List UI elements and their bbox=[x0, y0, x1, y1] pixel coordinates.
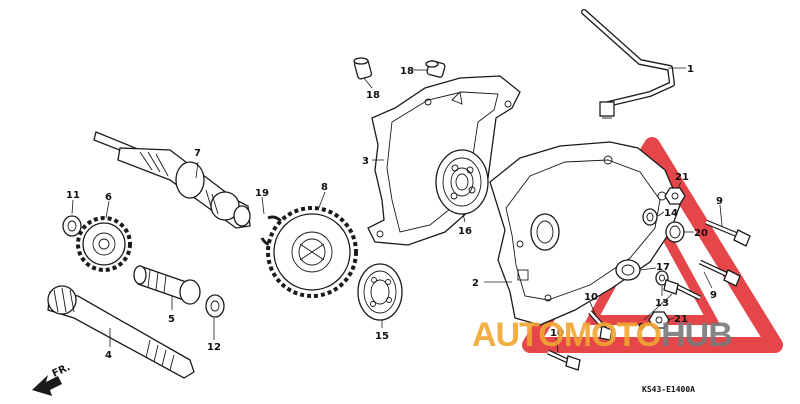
callout-9b: 9 bbox=[710, 290, 717, 301]
watermark-part3: HUB bbox=[661, 316, 732, 354]
part-20-seal bbox=[665, 221, 685, 243]
callout-19: 19 bbox=[255, 188, 269, 199]
part-21a-nut bbox=[664, 187, 686, 205]
callout-18a: 18 bbox=[366, 90, 380, 101]
callout-13: 13 bbox=[655, 298, 669, 309]
callout-17: 17 bbox=[656, 262, 670, 273]
part-15-bearing bbox=[357, 263, 403, 321]
front-direction-label: FR. bbox=[51, 362, 72, 380]
front-direction-arrow bbox=[32, 375, 62, 396]
callout-9a: 9 bbox=[716, 196, 723, 207]
callout-14: 14 bbox=[664, 208, 678, 219]
callout-7: 7 bbox=[194, 148, 201, 159]
part-10a-bolt bbox=[588, 310, 613, 341]
watermark-part2: MOTO bbox=[564, 316, 662, 354]
part-16-bearing bbox=[435, 149, 489, 215]
watermark-part1: AUTO bbox=[472, 316, 564, 354]
part-6-gear bbox=[76, 216, 132, 272]
part-4-shaft bbox=[47, 285, 195, 379]
callout-21b: 21 bbox=[674, 314, 688, 325]
part-12-washer bbox=[205, 294, 225, 318]
callout-20: 20 bbox=[694, 228, 708, 239]
leader-lines bbox=[71, 67, 723, 353]
part-14-washer bbox=[642, 208, 658, 226]
callout-labels: 1 2 3 4 5 6 7 8 9 9 9 10 10 11 12 13 14 … bbox=[66, 64, 723, 361]
callout-15: 15 bbox=[375, 331, 389, 342]
part-18a-dowel bbox=[353, 57, 373, 80]
callout-9c: 9 bbox=[638, 322, 645, 333]
part-13-washer bbox=[655, 270, 669, 286]
diagram-code: KS43-E1400A bbox=[642, 385, 695, 394]
callout-4: 4 bbox=[105, 350, 112, 361]
part-5-gear bbox=[133, 265, 201, 305]
callout-2: 2 bbox=[472, 278, 479, 289]
part-9a-bolt bbox=[705, 219, 751, 247]
callout-8: 8 bbox=[321, 182, 328, 193]
callout-18b: 18 bbox=[400, 66, 414, 77]
callout-21a: 21 bbox=[675, 172, 689, 183]
part-21b-nut bbox=[648, 311, 670, 329]
part-8-gear bbox=[266, 206, 358, 298]
part-10b-bolt bbox=[546, 349, 581, 371]
part-9b-bolt bbox=[698, 259, 741, 287]
callout-16: 16 bbox=[458, 226, 472, 237]
callout-12: 12 bbox=[207, 342, 221, 353]
callout-10a: 10 bbox=[584, 292, 598, 303]
part-1-tube bbox=[581, 9, 675, 119]
callout-1: 1 bbox=[687, 64, 694, 75]
part-18b-dowel bbox=[425, 60, 446, 78]
callout-6: 6 bbox=[105, 192, 112, 203]
callout-5: 5 bbox=[168, 314, 175, 325]
callout-3: 3 bbox=[362, 156, 369, 167]
callout-10b: 10 bbox=[550, 328, 564, 339]
part-11-washer bbox=[62, 215, 82, 237]
svg-text:AUTOMOTOHUB: AUTOMOTOHUB bbox=[472, 316, 732, 354]
part-9c-bolt bbox=[663, 279, 702, 301]
part-7-shaft bbox=[93, 131, 251, 229]
watermark-logo: AUTOMOTOHUB bbox=[472, 316, 733, 354]
callout-11: 11 bbox=[66, 190, 80, 201]
part-2-case bbox=[489, 141, 681, 326]
